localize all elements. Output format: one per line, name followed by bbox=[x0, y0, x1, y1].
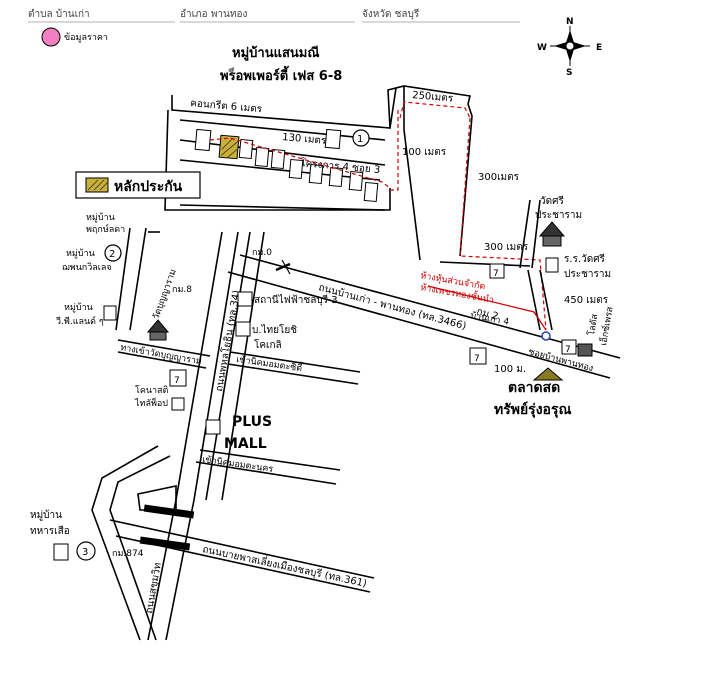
svg-text:7: 7 bbox=[565, 345, 571, 355]
village-v-building bbox=[103, 305, 117, 321]
plus-label: PLUS bbox=[232, 414, 272, 430]
seven-eleven-icon-north: 7 bbox=[489, 263, 505, 279]
sukhumvit-lower-label: ถนนสุขุมวิท bbox=[144, 562, 164, 615]
mall-label: MALL bbox=[224, 436, 267, 452]
dist-130-label: 130 เมตร bbox=[282, 132, 328, 147]
kona-1: โคนาสติ bbox=[135, 385, 169, 396]
lotus-sub-label: เอ็กซ์เพรส bbox=[596, 305, 616, 347]
temple-name-2: ประชาราม bbox=[535, 210, 582, 221]
lotus-label: โลตัส bbox=[586, 313, 601, 337]
km874-label: กม.874 bbox=[112, 549, 144, 559]
header-province: จังหวัด ชลบุรี bbox=[362, 8, 420, 20]
marker-1-label: 1 bbox=[357, 134, 363, 145]
lotus-building bbox=[577, 343, 593, 357]
dist-300a-label: 300เมตร bbox=[478, 172, 520, 183]
wat-boon-temple-icon bbox=[146, 319, 170, 341]
bypass-label: ถนนบายพาสเลี่ยงเมืองชลบุรี (ทล.361) bbox=[201, 541, 368, 590]
dist-450-label: 450 เมตร bbox=[564, 295, 609, 306]
village-v-1: หมู่บ้าน bbox=[64, 302, 93, 313]
thai-yoshi-2: โคเกลิ bbox=[254, 338, 282, 351]
village-thaharn-building bbox=[53, 543, 69, 561]
marker-3 bbox=[76, 541, 96, 561]
marker-2 bbox=[104, 244, 122, 262]
svg-text:7: 7 bbox=[474, 354, 480, 364]
compass-w: W bbox=[537, 43, 547, 53]
dist-100m-label: 100 ม. bbox=[494, 364, 526, 375]
market-icon bbox=[532, 367, 564, 381]
route-line-village bbox=[209, 137, 391, 189]
marker-1 bbox=[352, 129, 370, 147]
svg-text:7: 7 bbox=[493, 269, 499, 279]
seven-eleven-icon-east: 7 bbox=[561, 339, 577, 355]
svg-text:7: 7 bbox=[174, 376, 180, 386]
header-subdistrict: ตำบล บ้านเก่า bbox=[28, 8, 90, 20]
dist-300b-label: 300 เมตร bbox=[484, 242, 529, 253]
village-thaharn-2: ทหารเสือ bbox=[30, 525, 70, 537]
km0-label: กม.0 bbox=[252, 248, 272, 258]
plus-mall-building bbox=[205, 419, 221, 435]
compass-n: N bbox=[566, 17, 574, 27]
compass-s: S bbox=[566, 68, 572, 78]
dist-100-label: 100 เมตร bbox=[402, 147, 447, 158]
kona-building bbox=[171, 397, 185, 411]
seven-eleven-icon-south: 7 bbox=[469, 347, 487, 365]
kona-2: ไทลัพ็อป bbox=[134, 396, 168, 409]
school-name-2: ประชาราม bbox=[564, 269, 611, 280]
price-info-icon bbox=[41, 27, 61, 47]
village-pf-1: หมู่บ้าน bbox=[86, 212, 115, 223]
market-name-2: ทรัพย์รุ่งอรุณ bbox=[494, 401, 571, 418]
entrance-amata-label: เข้านิคมอมตะนคร bbox=[202, 454, 274, 475]
seven-eleven-icon-west: 7 bbox=[169, 369, 187, 387]
village-title-line1: หมู่บ้านแสนมณี bbox=[232, 45, 319, 61]
village-ch-1: หมู่บ้าน bbox=[66, 248, 95, 259]
location-pin-icon bbox=[541, 331, 551, 341]
bridge-north bbox=[143, 504, 195, 519]
temple-name-1: วัดศรี bbox=[540, 195, 564, 207]
dist-250-label: 250เมตร bbox=[412, 90, 454, 105]
thai-yoshi-1: บ.ไทยโยชิ bbox=[252, 323, 297, 336]
school-building bbox=[545, 257, 559, 273]
marker-3-label: 3 bbox=[82, 547, 88, 558]
marker-2-label: 2 bbox=[109, 249, 115, 260]
power-station-label: สถานีไฟฟ้าชลบุรี 3 bbox=[254, 294, 338, 306]
village-pf-2: พฤกษ์ลดา bbox=[86, 223, 125, 235]
village-ch-2: ฌพนกวิลเลจ bbox=[62, 262, 112, 273]
bridge-south bbox=[139, 536, 191, 551]
village-houses bbox=[194, 128, 379, 203]
legend-price-label: ข้อมูลราคา bbox=[64, 32, 108, 43]
village-thaharn-1: หมู่บ้าน bbox=[30, 509, 62, 521]
wat-boon-soi-label: ทางเข้าวัดบุญญาราม bbox=[119, 342, 202, 367]
compass-e: E bbox=[596, 43, 602, 53]
village-title-line2: พร็อพเพอร์ตี้ เฟส 6-8 bbox=[220, 65, 342, 84]
compass-icon: N S E W bbox=[537, 17, 602, 78]
school-name-1: ร.ร.วัดศรี bbox=[564, 253, 606, 265]
market-name-1: ตลาดสด bbox=[508, 380, 560, 396]
temple-icon bbox=[538, 221, 566, 247]
thai-yoshi-building bbox=[235, 321, 251, 337]
village-v-2: วี.พี.แลนด์ ๆ bbox=[56, 315, 104, 327]
header-district: อำเภอ พานทอง bbox=[180, 9, 247, 20]
power-station-building bbox=[237, 291, 253, 307]
collateral-legend-label: หลักประกัน bbox=[114, 179, 183, 195]
km8-label: กม.8 bbox=[172, 285, 192, 295]
